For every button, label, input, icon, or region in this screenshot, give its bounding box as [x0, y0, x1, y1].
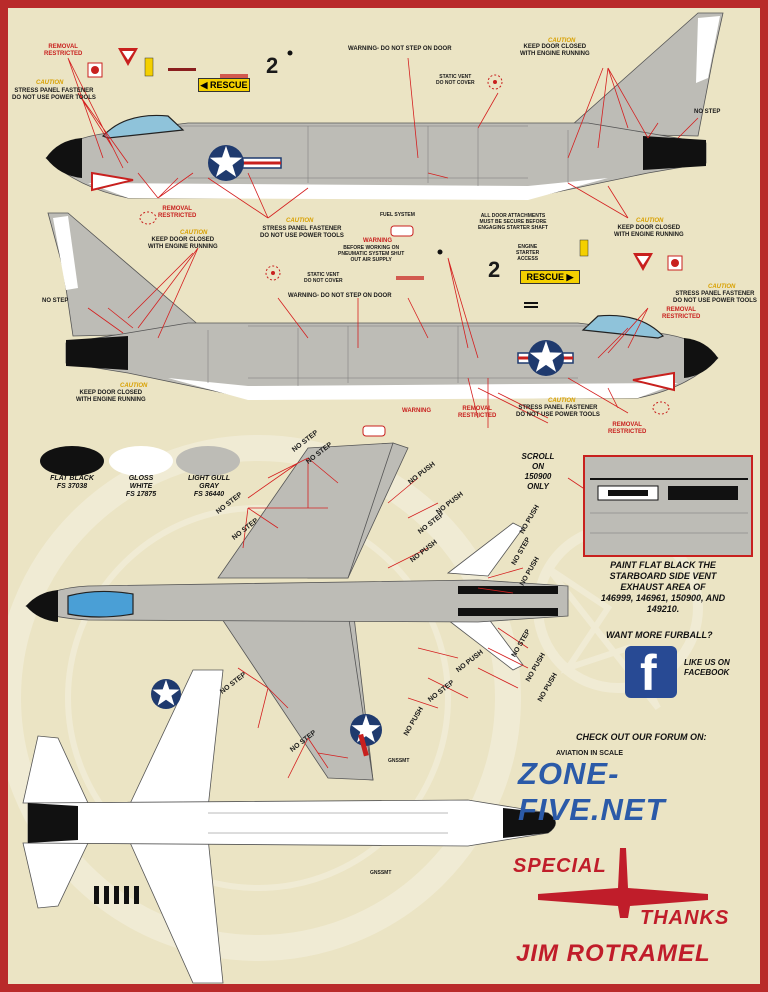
- caution-label-2: CAUTION: [548, 38, 576, 44]
- want-more-text: WANT MORE FURBALL?: [606, 630, 713, 640]
- paint-note: PAINT FLAT BLACK THE STARBOARD SIDE VENT…: [600, 560, 726, 614]
- gnssmt-label-1: GNSSMT: [388, 758, 410, 764]
- caution-label-5: CAUTION: [180, 230, 208, 236]
- top-view-aircraft: [25, 442, 569, 781]
- warning-door-label-1: WARNING- DO NOT STEP ON DOOR: [348, 46, 452, 52]
- caution-label-6: CAUTION: [708, 284, 736, 290]
- stencil-symbols: [87, 48, 683, 437]
- caution-label-3: CAUTION: [286, 218, 314, 224]
- scroll-inset: [583, 455, 753, 557]
- warning-door-label-2: WARNING- DO NOT STEP ON DOOR: [288, 293, 392, 299]
- caution-label-8: CAUTION: [548, 398, 576, 404]
- bottom-view-aircraft: [22, 669, 556, 984]
- gnssmt-label-2: GNSSMT: [370, 870, 392, 876]
- stripe-decal: [94, 886, 139, 904]
- number-two-1: 2: [266, 53, 279, 78]
- thanks-text: THANKS: [640, 907, 730, 929]
- special-text: SPECIAL: [513, 855, 607, 877]
- paint-swatches: [40, 446, 240, 476]
- aircraft-artwork: [8, 12, 753, 984]
- starboard-profile-aircraft: [47, 212, 719, 400]
- number-two-2: 2: [488, 257, 501, 282]
- port-profile-aircraft: [45, 12, 724, 200]
- warning-label-2: WARNING: [402, 408, 431, 414]
- flat-black-swatch: [40, 446, 104, 476]
- light-gull-gray-swatch: [176, 446, 240, 476]
- no-step-label-2: NO STEP: [42, 298, 69, 304]
- no-step-label-1: NO STEP: [694, 109, 721, 115]
- gloss-white-swatch: [109, 446, 173, 476]
- facebook-icon[interactable]: f: [625, 645, 677, 701]
- thanks-name: JIM ROTRAMEL: [516, 940, 711, 967]
- caution-label-1: CAUTION: [36, 80, 64, 86]
- caution-label-7: CAUTION: [120, 383, 148, 389]
- forum-text: CHECK OUT OUR FORUM ON:: [576, 732, 707, 742]
- rescue-arrow-1: ◀ RESCUE: [198, 78, 250, 92]
- caution-label-4: CAUTION: [636, 218, 664, 224]
- fuel-system-label: FUEL SYSTEM: [380, 212, 415, 218]
- zone-five-link[interactable]: ZONE-FIVE.NET: [518, 756, 666, 827]
- thanks-silhouette: [538, 848, 708, 918]
- callout-lines: [67, 57, 699, 779]
- aviation-in-scale-text: AVIATION IN SCALE: [556, 750, 624, 757]
- rescue-arrow-2: RESCUE ▶: [520, 270, 580, 284]
- warning-label-1: WARNING: [363, 238, 392, 244]
